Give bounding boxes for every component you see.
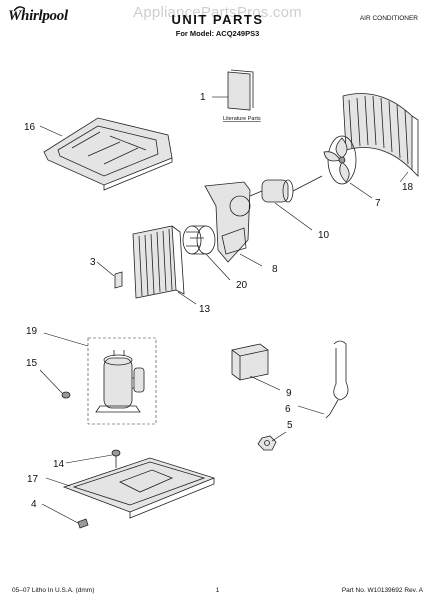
- evaporator-coil[interactable]: [132, 225, 185, 299]
- footer-part-number: Part No. W10139692 Rev. A: [341, 587, 423, 594]
- top-cover-panel[interactable]: [43, 117, 173, 191]
- brand-swoosh-icon: [14, 6, 25, 12]
- callout-6: 6: [285, 404, 291, 415]
- capacitor[interactable]: [231, 343, 269, 381]
- blower-housing[interactable]: [204, 181, 251, 263]
- fan-motor[interactable]: [249, 175, 323, 203]
- callout-10: 10: [318, 230, 330, 241]
- callout-19: 19: [26, 326, 38, 337]
- watermark: AppliancePartsPros.com: [133, 4, 302, 21]
- product-category: AIR CONDITIONER: [359, 15, 418, 22]
- callout-8: 8: [272, 264, 278, 275]
- base-pan[interactable]: [62, 457, 216, 519]
- callout-3: 3: [90, 257, 96, 268]
- thermistor[interactable]: [325, 340, 349, 419]
- brand-logo: Whirlpool: [8, 8, 68, 24]
- callout-7: 7: [375, 198, 381, 209]
- mounting-screw[interactable]: [111, 449, 121, 468]
- literature-parts[interactable]: [227, 69, 254, 111]
- footer-page-number: 1: [215, 587, 220, 594]
- condenser-fan-blade[interactable]: [323, 135, 357, 185]
- callout-4: 4: [31, 499, 37, 510]
- callout-18: 18: [402, 182, 414, 193]
- footer-litho: 05–07 Litho In U.S.A. (dmm): [12, 587, 95, 594]
- callout-15: 15: [26, 358, 38, 369]
- blower-wheel[interactable]: [182, 225, 216, 255]
- callout-14: 14: [53, 459, 65, 470]
- page-title: UNIT PARTS: [171, 12, 264, 27]
- literature-parts-label: Literature Parts: [223, 116, 261, 122]
- callout-20: 20: [236, 280, 248, 291]
- callout-13: 13: [199, 304, 211, 315]
- fan-nut[interactable]: [257, 435, 277, 451]
- model-number: For Model: ACQ249PS3: [175, 29, 260, 38]
- compressor[interactable]: [87, 337, 157, 425]
- callout-16: 16: [24, 122, 36, 133]
- coil-clip[interactable]: [114, 271, 123, 289]
- callout-1: 1: [200, 92, 206, 103]
- callout-5: 5: [287, 420, 293, 431]
- callout-17: 17: [27, 474, 39, 485]
- condenser-coil[interactable]: [342, 93, 419, 177]
- drain-plug[interactable]: [77, 518, 89, 529]
- grommet[interactable]: [61, 391, 71, 399]
- callout-9: 9: [286, 388, 292, 399]
